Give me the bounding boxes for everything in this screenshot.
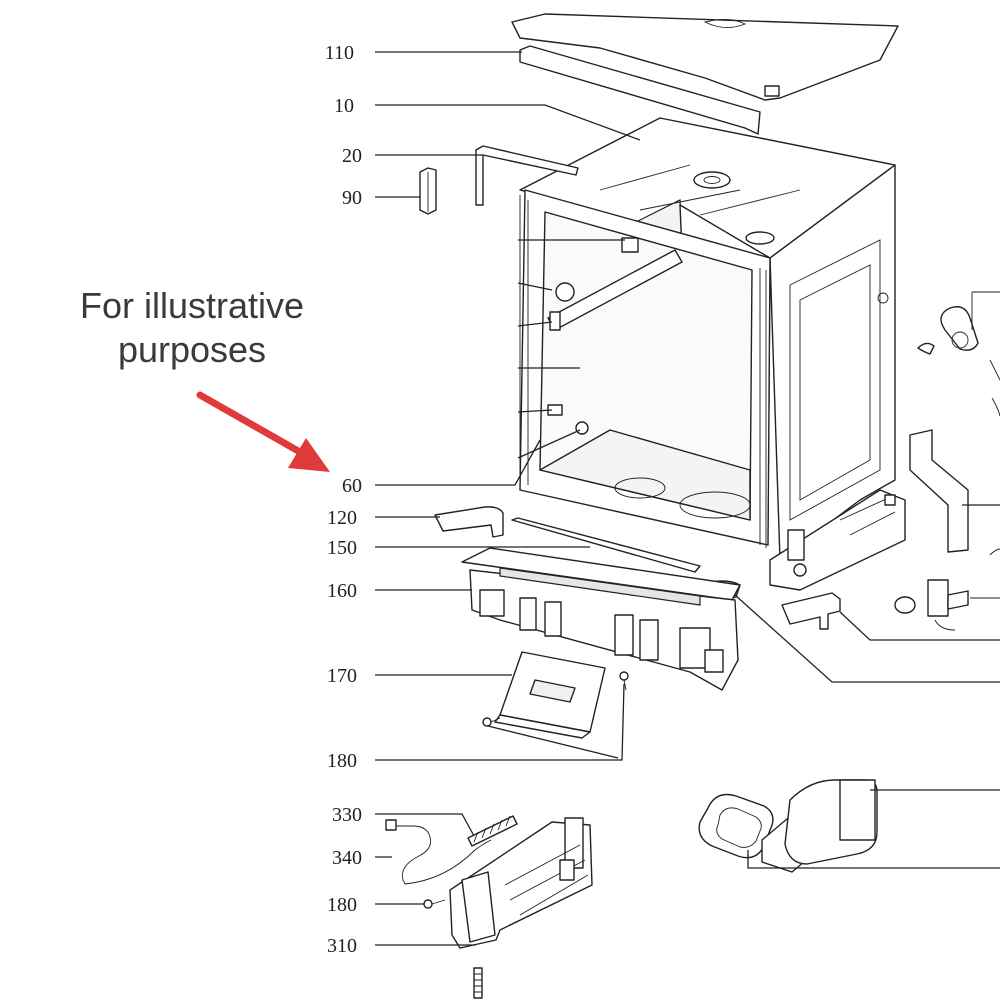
label-180-upper: 180 bbox=[327, 750, 357, 772]
part-door-spring bbox=[467, 815, 518, 847]
label-170: 170 bbox=[327, 665, 357, 687]
part-door-cable bbox=[385, 819, 492, 885]
part-door-seal bbox=[475, 145, 579, 206]
illustrative-note: For illustrative purposes bbox=[80, 285, 304, 370]
leader-lines-unlabeled bbox=[517, 239, 625, 459]
note-line-2: purposes bbox=[118, 329, 266, 370]
label-160: 160 bbox=[327, 580, 357, 602]
part-hinge-bracket-right bbox=[781, 592, 1000, 641]
label-310: 310 bbox=[327, 935, 357, 957]
part-hinge-assembly bbox=[449, 817, 593, 949]
label-330: 330 bbox=[332, 804, 362, 826]
part-tub-body bbox=[519, 117, 906, 591]
callout-labels: 110 10 20 90 60 120 150 160 170 180 330 … bbox=[325, 42, 362, 957]
note-line-1: For illustrative bbox=[80, 285, 304, 326]
label-120: 120 bbox=[327, 507, 357, 529]
part-water-inlet bbox=[917, 291, 1000, 417]
part-bottom-strip bbox=[511, 517, 701, 573]
red-arrow-icon bbox=[196, 391, 330, 472]
part-front-panel bbox=[494, 651, 606, 739]
part-circulation-pump bbox=[747, 779, 1000, 873]
label-10: 10 bbox=[334, 95, 354, 117]
part-side-insulation bbox=[909, 429, 1000, 553]
label-150: 150 bbox=[327, 537, 357, 559]
label-110: 110 bbox=[325, 42, 354, 64]
part-screws bbox=[423, 671, 629, 999]
part-top-panel bbox=[511, 13, 899, 135]
part-small-block bbox=[419, 167, 437, 215]
label-90: 90 bbox=[342, 187, 362, 209]
part-drain-valve bbox=[894, 548, 1000, 631]
label-180-lower: 180 bbox=[327, 894, 357, 916]
label-20: 20 bbox=[342, 145, 362, 167]
label-340: 340 bbox=[332, 847, 362, 869]
callout-leaders bbox=[375, 51, 641, 946]
part-control-frame bbox=[461, 547, 741, 691]
label-60: 60 bbox=[342, 475, 362, 497]
part-left-hinge-cover bbox=[434, 506, 504, 538]
